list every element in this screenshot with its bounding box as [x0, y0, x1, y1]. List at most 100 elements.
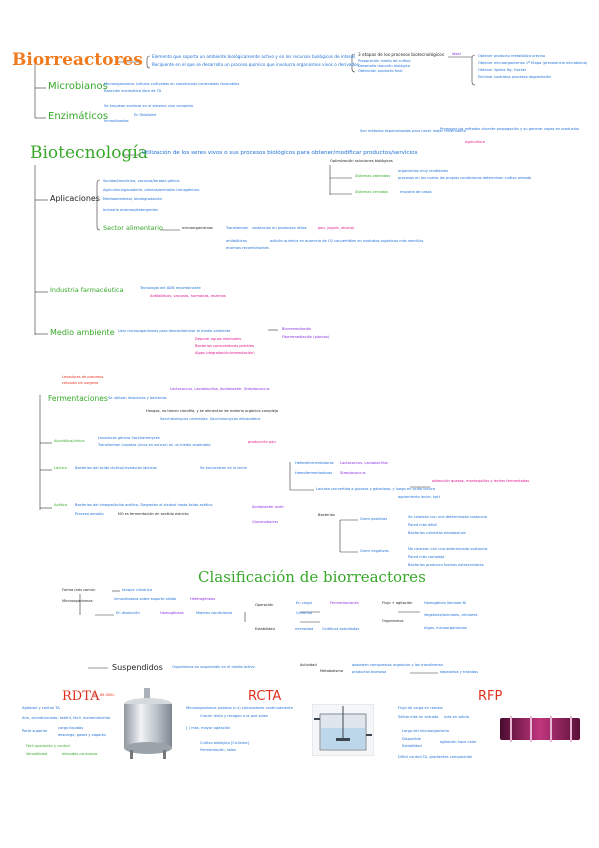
flujo-1: Homogéneo llamado BI [424, 601, 466, 605]
gn-3: Bacterias producen toxinas extracelulare… [408, 563, 484, 567]
ferm-pre-1: Levaduras de procesos [62, 375, 104, 379]
opt-label: Optimización soluciones biológicas [330, 159, 393, 163]
enz-3: En Totalidad [134, 113, 156, 117]
rfp-5: Disponible [402, 737, 421, 741]
rfp-tube-image [500, 716, 580, 742]
forma-label: Forma más común [62, 588, 96, 592]
rcta-4: Cultivo biológico [Ciclismo] [200, 741, 249, 745]
lac-2: Se encuentran en la leche [200, 466, 248, 470]
activ-1: Metabolismo [320, 669, 343, 673]
lac-7: Lactosa convertida a glucosa y galactosa… [316, 487, 436, 491]
alcoholica-label: Alcohólica/cítrica [54, 439, 85, 443]
medio-label: Medio ambiente [50, 328, 115, 337]
alim-3: sustancias en productos útiles [252, 226, 307, 230]
sys-open-1: organismos muy rendidores [398, 169, 449, 173]
rdta-2: Aire, acondicionado, estéril, fácil, man… [22, 716, 111, 720]
rdta-3: Parte superior [22, 729, 48, 733]
rdta-5: descarga, gases y vapores [58, 733, 106, 737]
biotecnologia-title: Biotecnología [30, 143, 148, 163]
rcta-3: [ ] más, mayor agitación [186, 726, 231, 730]
aplicaciones-label: Aplicaciones [50, 194, 100, 203]
lac-9: agriamiento leche, kpH [398, 495, 440, 499]
alim-7: adición química en ausencia de O2 conver… [270, 239, 424, 243]
micro-5: Mejores condiciones [196, 611, 233, 615]
medio-6: Fitorremediación (plantas) [282, 335, 330, 339]
lac-3: Heterofermentadoras [295, 461, 334, 465]
organismos-label: Organismos [382, 619, 404, 623]
rdta-7: Versatilidad [26, 752, 48, 756]
rfp-6: Estabilidad [402, 744, 422, 748]
rcta-2: Crecen lento y recogen a la que salen [200, 714, 269, 718]
alim-1: microorganismos [182, 226, 213, 230]
org-1: Vegetales/animales, celulares [424, 613, 478, 617]
gram-positivas: Gram positivas [360, 517, 388, 521]
rfp-2: Sólido más en entrada [398, 715, 439, 719]
alc-3: producción pan [248, 440, 276, 444]
app-4: Industria enzimas/detergentes [103, 208, 158, 212]
gp-1: Se colorean con una determinada sustanci… [408, 515, 487, 519]
lac-1: Bacterias del ácido láctico/Levaduras lá… [75, 466, 157, 470]
stage-1: Preparación medio de cultivo [358, 59, 411, 63]
medio-1: Usar microorganismos para descontaminar … [118, 329, 231, 333]
micro-label: Microorganismos [62, 599, 93, 603]
gn-2: Pared más compleja [408, 555, 445, 559]
estabilidad-label: Estabilidad [255, 627, 275, 631]
alim-5: antibióticos [226, 239, 247, 243]
app-3: Medioambiental, biodegradación [103, 197, 163, 201]
rcta-5: Fermentación, sales [200, 748, 236, 752]
gp-3: Bacterias cubiertas endotoxinas [408, 531, 466, 535]
ace-1: Bacterias del vinagre/ácido acético, Deg… [75, 503, 213, 507]
farma-2: Antibióticos, vacunas, hormonas, enzimas [150, 294, 226, 298]
rdta-8: elevados consumos [62, 752, 98, 756]
farma-1: Tecnología del ADN recombinante [140, 286, 201, 290]
lactica-label: Láctica [54, 466, 67, 470]
rdta-1: Agitador y control TA [22, 706, 60, 710]
ferm-by-2: Lactococcus, Lactobacillus, Acetobacter,… [170, 387, 270, 391]
micro-2: Reacción enzimática libre de TA [104, 89, 162, 93]
op-1: En carga [296, 601, 312, 605]
micro-2: Heterogéneos [190, 597, 216, 601]
activ-3: productos biomasa [352, 670, 387, 674]
rcta-reactor-image [312, 704, 374, 756]
ferm-note-1: Hongos, no tienen clorofila, y se alimen… [146, 409, 279, 413]
ideal-1: Obtener producto metabólico preciso [478, 54, 546, 58]
gram-negativas: Gram negativas [360, 549, 389, 553]
rfp-4: Largo del microorganismo [402, 729, 449, 733]
enzimaticos-label: Enzimáticos [48, 111, 109, 122]
biotec-definition: Utilización de los seres vivos o sus pro… [142, 150, 418, 156]
sys-closed-label: Sistemas cerrados [355, 190, 389, 194]
alc-1: Levaduras género Saccharomyces [98, 436, 160, 440]
lac-4: Lactococcus, Lactobacillus [340, 461, 388, 465]
microbianos-label: Microbianos [48, 81, 108, 92]
activ-2: absorben compuestos orgánicos y los tran… [352, 663, 444, 667]
biotec-top-3: Agricultura [465, 140, 485, 144]
ideal-4: Eliminar sustratos procesos degradación [478, 75, 552, 79]
app-1: Sanidad/medicina, vacunas/terapia génica [103, 179, 180, 183]
medio-4: Algas (degradación/remediación) [195, 351, 255, 355]
medio-5: Biorremediación [282, 327, 312, 331]
ferm-pre-2: celulosa sin oxígeno [62, 381, 99, 385]
ace-5: Gluconobacter [252, 520, 279, 524]
op-3: Continuo [296, 611, 313, 615]
lac-8: obtención quesos, mantequillas y leches … [432, 479, 530, 483]
op-2: Fermentaciones [330, 601, 359, 605]
stages-label: 3 etapas de los procesos biotecnológicos [358, 52, 445, 57]
rdta-tank-image [124, 688, 172, 759]
alim-6: enzimas recombinantes [226, 246, 269, 250]
farma-label: Industria farmacéutica [50, 286, 124, 294]
actividad-label: Actividad [300, 663, 317, 667]
medio-3: Bacterias consumidoras petróleo [195, 344, 255, 348]
biotec-top-1: Son métodos especializados para hacer me… [360, 129, 466, 133]
rfp-title: RFP [478, 689, 503, 704]
micro-4: Homogéneos [160, 611, 184, 615]
app-5: Sector alimentario [103, 224, 163, 232]
micro-1: inmovilizados sobre soporte sólido [114, 597, 177, 601]
bio-desc-2: Recipiente en el que se desarrolla un pr… [152, 62, 359, 67]
forma-value: tanque cilíndrico [122, 588, 152, 592]
stage-2: Desarrollo reacción biológica [358, 64, 410, 68]
ideal-label: Ideal [452, 52, 461, 56]
sys-open-2: procesos en los cuales las propias condi… [398, 176, 532, 180]
app-2: Agricultura/ganadería, plantas/animales … [103, 188, 200, 192]
stage-3: Obtención producto final [358, 69, 403, 73]
